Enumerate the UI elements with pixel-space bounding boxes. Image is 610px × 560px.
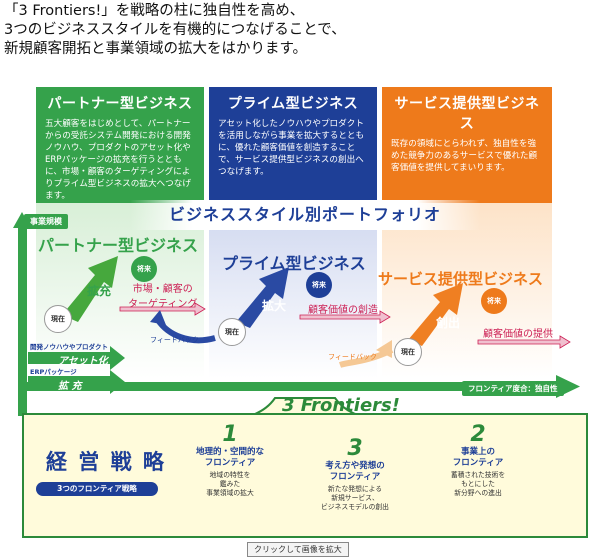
targeting-label-line2: ターゲティング: [128, 299, 198, 310]
frontier-3-number: 3: [347, 436, 363, 461]
targeting-label-line1: 市場・顧客の: [132, 284, 193, 295]
frontier-1-desc-1: 地域の特性を: [209, 471, 251, 479]
partner-gradient-column: [36, 203, 204, 378]
vertical-axis-bar: [18, 226, 27, 416]
prime-box-title: プライム型ビジネス: [227, 96, 359, 112]
partner-business-box: パートナー型ビジネス 五大顧客をはじめとして、パートナーからの受託システム開発に…: [36, 87, 204, 203]
frontier-1-title-1: 地理的・空間的な: [195, 447, 264, 457]
frontier-2-title-1: 事業上の: [460, 447, 495, 457]
partner-action-label: 拡充: [87, 284, 112, 298]
enlarge-image-button[interactable]: クリックして画像を拡大: [247, 542, 349, 557]
partner-box-title: パートナー型ビジネス: [47, 96, 193, 112]
axis-label-scale: 事業規模: [24, 214, 68, 229]
partner-box-desc: 五大顧客をはじめとして、パートナーからの受託システム開発における開発ノウハウ、プ…: [45, 119, 191, 201]
prime-growth-arrow: [236, 267, 289, 328]
asset-label: アセット化: [58, 356, 108, 367]
partner-growth-arrow: [62, 256, 118, 322]
feedback-arrow-2-head: [376, 340, 392, 358]
value-creation-label: 顧客価値の創造: [308, 305, 378, 316]
frontier-2-number: 2: [470, 422, 486, 447]
axis-label-frontier: フロンティア度合：独自性: [462, 381, 564, 396]
prime-business-box: プライム型ビジネス アセット化したノウハウやプロダクトを活用しながら事業を拡大す…: [209, 87, 377, 203]
asset-arrow: [28, 346, 125, 370]
portfolio-banner: ビジネススタイル別ポートフォリオ: [130, 200, 480, 230]
strategy-title: 経 営 戦 略: [46, 450, 166, 474]
frontier-3-desc-1: 新たな発想による: [327, 485, 383, 493]
frontier-3: 3 考え方や発想の フロンティア 新たな発想による 新規サービス、 ビジネスモデ…: [300, 436, 410, 512]
value-creation-arrow: [299, 310, 391, 324]
frontier-2: 2 事業上の フロンティア 蓄積された技術を もとにした 新分野への進出: [428, 422, 528, 498]
frontier-3-title-2: フロンティア: [329, 471, 381, 482]
prime-action-label: 拡大: [262, 299, 287, 313]
management-strategy-box: [22, 413, 588, 538]
feedback-label-2: フィードバック: [328, 353, 377, 361]
intro-line-2: 3つのビジネススタイルを有機的につなげることで、: [4, 22, 346, 38]
intro-text: 「3 Frontiers!」を戦略の柱に独自性を高め、 3つのビジネススタイルを…: [4, 2, 604, 59]
service-future-badge: 将来: [481, 288, 507, 314]
service-action-label: 創出: [436, 316, 461, 330]
prime-now-badge: 現在: [218, 318, 246, 346]
erp-small-label: ERPパッケージ: [30, 368, 77, 376]
horizontal-axis-bar: [18, 382, 558, 391]
service-growth-arrow: [408, 283, 463, 346]
prime-gradient-column: [209, 203, 377, 378]
frontier-1-desc-2: 鑑みた: [219, 480, 241, 488]
targeting-label: 市場・顧客の ターゲティング: [128, 280, 197, 310]
frontier-2-desc-1: 蓄積された技術を: [450, 471, 506, 479]
service-now-badge: 現在: [394, 338, 422, 366]
partner-future-badge: 将来: [131, 256, 157, 282]
erp-label: 拡 充: [58, 381, 82, 392]
targeting-arrow: [119, 302, 206, 316]
prime-title: プライム型ビジネス: [222, 254, 366, 273]
asset-small-label: 開発ノウハウやプロダクト: [30, 343, 108, 351]
service-box-desc: 既存の領域にとらわれず、独自性を強めた競争力のあるサービスで優れた顧客価値を提供…: [391, 139, 538, 173]
frontier-1-number: 1: [222, 422, 238, 447]
value-provision-label: 顧客価値の提供: [483, 329, 553, 340]
prime-future-badge: 将来: [306, 272, 332, 298]
feedback-label-1: フィードバック: [150, 336, 199, 344]
frontier-3-title-1: 考え方や発想の: [325, 461, 385, 471]
value-provision-arrow: [477, 335, 571, 349]
erp-arrow: [28, 370, 125, 394]
frontier-1-desc-3: 事業領域の拡大: [206, 489, 254, 497]
prime-box-desc: アセット化したノウハウやプロダクトを活用しながら事業を拡大するとともに、優れた顧…: [218, 119, 365, 177]
intro-line-3: 新規顧客開拓と事業領域の拡大をはかります。: [4, 41, 308, 57]
frontier-3-desc-3: ビジネスモデルの創出: [321, 503, 389, 511]
partner-now-badge: 現在: [44, 305, 72, 333]
frontier-3-desc-2: 新規サービス、: [331, 494, 379, 502]
strategy-subtitle: 3つのフロンティア戦略: [36, 482, 158, 496]
service-title: サービス提供型ビジネス: [378, 270, 544, 288]
frontier-2-desc-2: もとにした: [461, 480, 495, 488]
frontier-1-title-2: フロンティア: [204, 457, 256, 468]
service-business-box: サービス提供型ビジネス 既存の領域にとらわれず、独自性を強めた競争力のあるサービ…: [382, 87, 552, 203]
intro-line-1: 「3 Frontiers!」を戦略の柱に独自性を高め、: [4, 3, 305, 19]
feedback-arrow-1-head: [150, 310, 166, 325]
three-frontiers-logo: 3 Frontiers!: [282, 395, 400, 416]
service-box-title: サービス提供型ビジネス: [394, 96, 540, 132]
frontier-2-desc-3: 新分野への進出: [454, 489, 502, 497]
partner-title: パートナー型ビジネス: [38, 236, 199, 255]
frontier-2-title-2: フロンティア: [452, 457, 504, 468]
frontier-1: 1 地理的・空間的な フロンティア 地域の特性を 鑑みた 事業領域の拡大: [180, 422, 280, 498]
